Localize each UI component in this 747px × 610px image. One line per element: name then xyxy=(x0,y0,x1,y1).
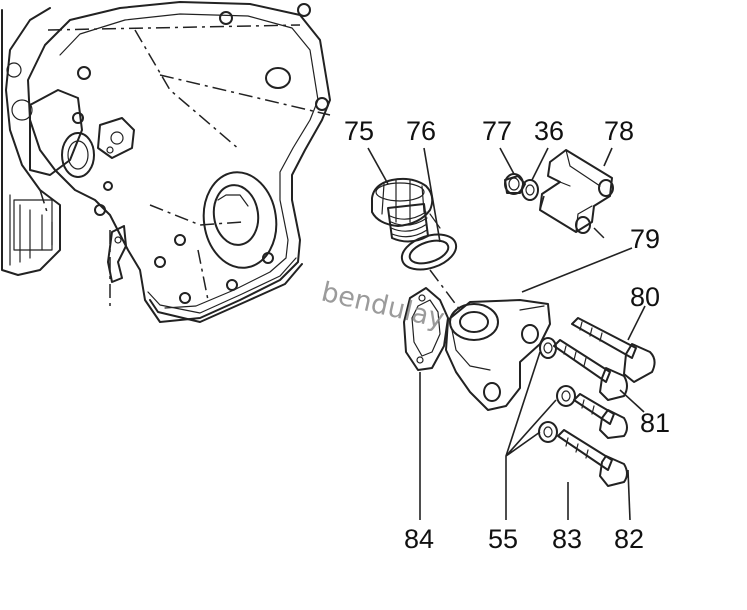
o-ring-76[interactable] xyxy=(397,228,460,276)
oil-filler-cap-75[interactable] xyxy=(371,177,441,243)
callout-79: 79 xyxy=(630,224,660,254)
callout-83: 83 xyxy=(552,524,582,554)
bolt-82[interactable] xyxy=(573,393,628,439)
watermark: bendulay xyxy=(318,277,447,335)
water-outlet-housing[interactable] xyxy=(403,269,551,411)
callout-81: 81 xyxy=(640,408,670,438)
callout-36: 36 xyxy=(534,116,564,146)
callout-84: 84 xyxy=(404,524,434,554)
engine-cover-drawing xyxy=(1,1,331,323)
callout-75: 75 xyxy=(344,116,374,146)
bolt-81[interactable] xyxy=(553,339,628,401)
washer-55-c[interactable] xyxy=(538,421,558,443)
callout-82: 82 xyxy=(614,524,644,554)
bolt-80[interactable] xyxy=(571,317,656,383)
callout-78: 78 xyxy=(604,116,634,146)
callout-77: 77 xyxy=(482,116,512,146)
bolt-83[interactable] xyxy=(557,429,628,487)
callout-numbers: 75 76 77 36 78 79 80 81 82 83 55 84 xyxy=(344,116,670,554)
cover-bolt-heads xyxy=(72,3,329,304)
bracket-78[interactable] xyxy=(539,149,614,241)
callout-80: 80 xyxy=(630,282,660,312)
washer-55-b[interactable] xyxy=(556,385,576,407)
callout-76: 76 xyxy=(406,116,436,146)
washer-36[interactable] xyxy=(521,179,539,201)
callout-55: 55 xyxy=(488,524,518,554)
washer-55-a[interactable] xyxy=(539,337,557,359)
leader-lines xyxy=(367,147,646,521)
